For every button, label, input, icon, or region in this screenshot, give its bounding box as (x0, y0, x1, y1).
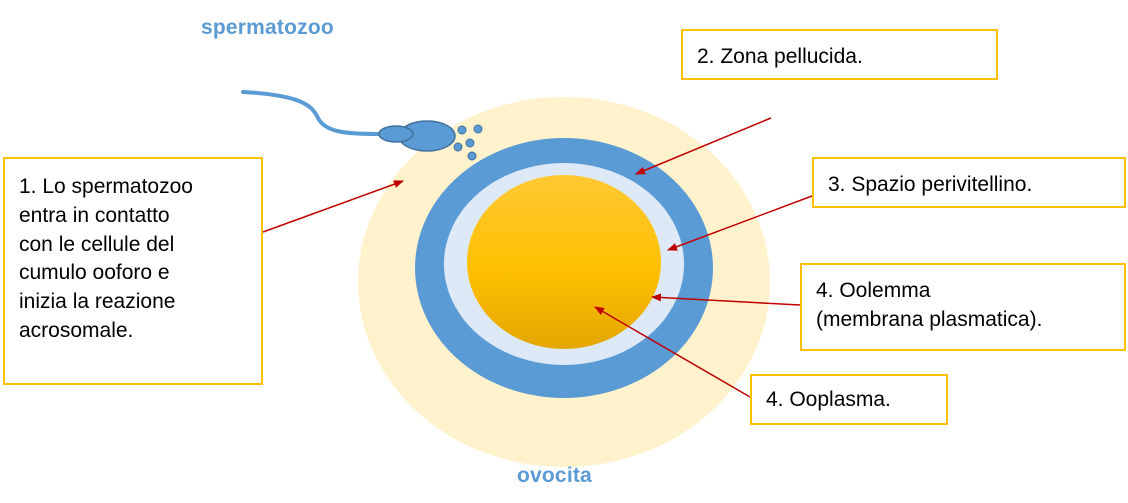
acrosome-vesicle (473, 124, 483, 134)
sperm-acrosome (378, 125, 414, 143)
box2-line: 2. Zona pellucida. (697, 45, 863, 68)
box4-line: 4. Oolemma (816, 279, 931, 302)
box3-line: 3. Spazio perivitellino. (828, 173, 1033, 196)
label-box-oolemma: 4. Oolemma (membrana plasmatica). (800, 263, 1126, 351)
arrow-box4 (651, 293, 801, 306)
egg-title: ovocita (517, 464, 592, 487)
box1-line: 1. Lo spermatozoo (19, 175, 193, 198)
box1-line: inizia la reazione (19, 290, 176, 314)
arrow-box3 (667, 195, 813, 251)
arrow-box1 (262, 180, 404, 233)
arrow-box5 (594, 306, 751, 398)
box4-line: (membrana plasmatica). (816, 307, 1043, 331)
box1-line: cumulo ooforo e (19, 261, 170, 285)
box1-line: entra in contatto (19, 203, 170, 227)
box1-line: con le cellule del (19, 232, 175, 256)
label-box-zona-pellucida: 2. Zona pellucida. (681, 29, 998, 80)
sperm-tail (241, 90, 380, 136)
sperm-title: spermatozoo (201, 16, 334, 39)
label-box-cumulus: 1. Lo spermatozoo entra in contatto con … (3, 157, 263, 385)
acrosome-vesicle (467, 151, 477, 161)
acrosome-vesicle (457, 125, 467, 135)
arrow-box2 (635, 117, 772, 175)
label-box-perivitelline: 3. Spazio perivitellino. (812, 157, 1126, 208)
acrosome-vesicle (453, 142, 463, 152)
acrosome-vesicle (465, 138, 475, 148)
box1-line: acrosomale. (19, 318, 134, 342)
ooplasm (467, 175, 661, 349)
box5-line: 4. Ooplasma. (766, 388, 891, 411)
label-box-ooplasm: 4. Ooplasma. (750, 374, 948, 425)
